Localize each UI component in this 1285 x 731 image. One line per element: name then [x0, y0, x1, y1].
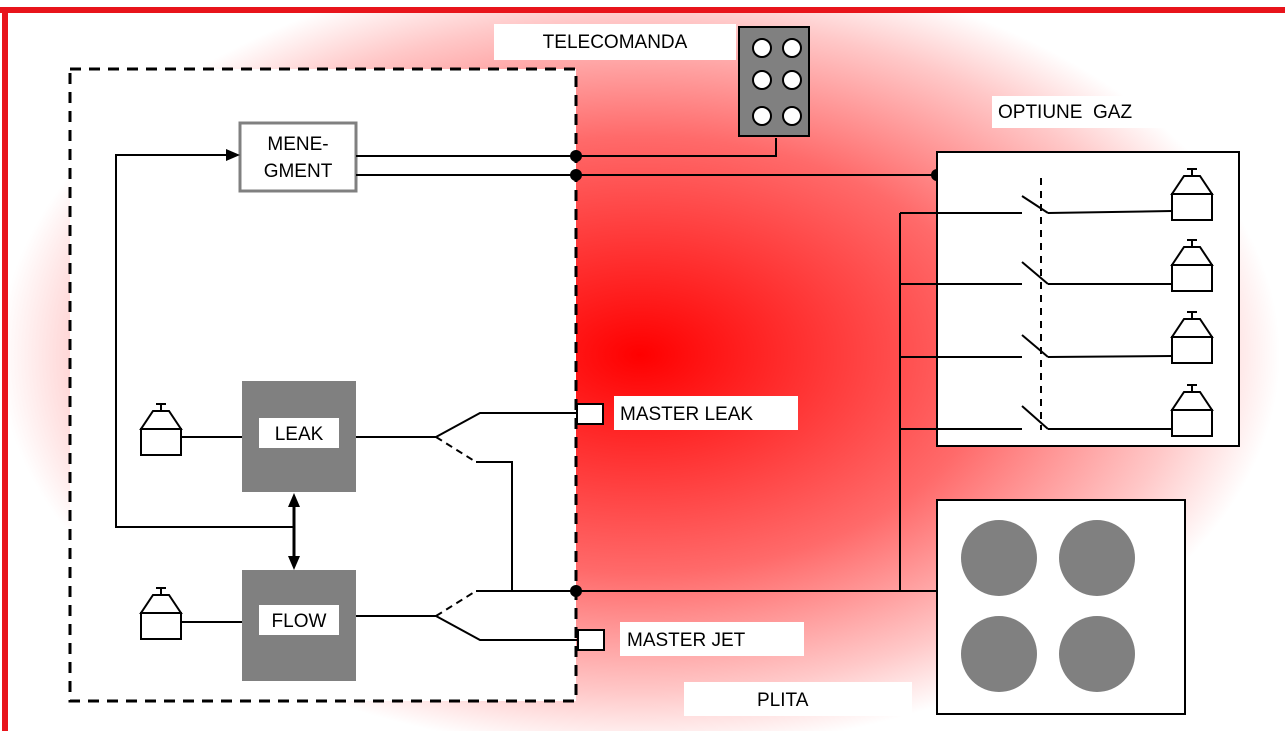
- master-jet-label-bg: [620, 622, 804, 656]
- management-remote-line: [356, 138, 777, 157]
- remote-button: [782, 70, 802, 90]
- flow-switch-lower: [435, 615, 578, 641]
- junction-dot: [570, 169, 582, 181]
- leak-switch-lower: [435, 436, 477, 463]
- junction-dot: [570, 585, 582, 597]
- junction-dot: [570, 150, 582, 162]
- remote-button: [782, 38, 802, 58]
- telecomanda-label-bg: [494, 24, 736, 60]
- flow-label: FLOW: [272, 611, 327, 632]
- master-jet-label: MASTER JET: [627, 630, 746, 651]
- optiune-gaz-label: OPTIUNE GAZ: [998, 102, 1132, 123]
- feedback-line: [115, 154, 294, 528]
- leak-label: LEAK: [275, 424, 324, 445]
- arrow-up: [288, 493, 300, 507]
- master-leak-label: MASTER LEAK: [620, 404, 753, 425]
- flow-label-bg: [259, 605, 339, 635]
- plita-label: PLITA: [757, 690, 809, 711]
- remote-button: [752, 70, 772, 90]
- arrow-down: [288, 556, 300, 570]
- burner: [961, 520, 1037, 596]
- management-label-line1: MENE-: [267, 134, 328, 155]
- remote-button: [752, 106, 772, 126]
- remote-button: [782, 106, 802, 126]
- gas-valve-row: [900, 384, 1213, 437]
- optiune-gaz-label-bg: [992, 96, 1238, 128]
- telecomanda-label: TELECOMANDA: [543, 32, 688, 53]
- gas-valve-row: [900, 168, 1213, 221]
- gas-valve-row: [900, 239, 1213, 292]
- management-label-line2: GMENT: [264, 161, 333, 182]
- plita-label-bg: [684, 682, 912, 716]
- burner: [1059, 520, 1135, 596]
- leak-switch-upper: [435, 412, 576, 438]
- master-leak-label-bg: [614, 396, 798, 430]
- master-leak-valve: [576, 403, 604, 425]
- arrow-to-management: [226, 149, 240, 161]
- gas-valve-row: [900, 311, 1213, 364]
- remote-button: [752, 38, 772, 58]
- leak-label-bg: [259, 418, 339, 448]
- leak-to-bus-line: [476, 461, 513, 591]
- burner: [961, 616, 1037, 692]
- burner: [1059, 616, 1135, 692]
- remote-control: [738, 26, 810, 137]
- master-jet-valve: [577, 629, 605, 651]
- flow-switch-upper: [435, 590, 477, 617]
